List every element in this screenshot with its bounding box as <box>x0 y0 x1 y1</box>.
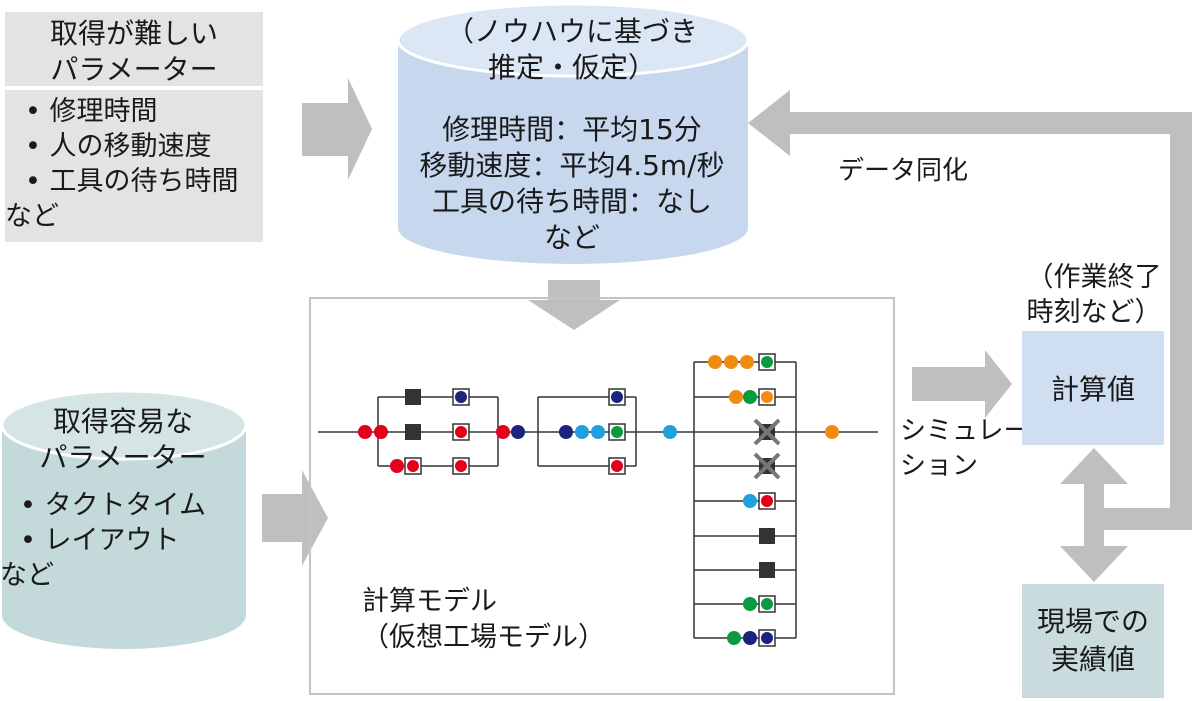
calculation-model-label: 計算モデル （仮想工場モデル） <box>362 584 605 656</box>
easy-params-list: タクトタイム レイアウト など <box>0 488 250 593</box>
list-item: 人の移動速度 <box>25 129 263 164</box>
hard-params-note: など <box>5 201 59 232</box>
hard-params-title-line1: 取得が難しい <box>49 17 218 50</box>
list-item: 工具の待ち時間 <box>25 164 263 199</box>
work-pieces <box>358 355 839 645</box>
model-label-line2: （仮想工場モデル） <box>362 622 605 653</box>
easy-params-title-line2: パラメーター <box>39 441 207 474</box>
simulation-label: シミュレー ション <box>900 414 1029 484</box>
arrow-hard-to-db <box>302 78 372 180</box>
data-assimilation-label: データ同化 <box>838 156 969 186</box>
hard-params-title-line2: パラメーター <box>50 53 218 86</box>
calc-value-box: 計算値 <box>1022 331 1164 445</box>
hard-params-list: 修理時間 人の移動速度 工具の待ち時間 など <box>5 90 263 242</box>
data-assimilation-arrow <box>748 90 1192 530</box>
calc-note: （作業終了 時刻など） <box>1008 260 1180 330</box>
knowhow-line: 工具の待ち時間：なし <box>431 185 712 218</box>
arrow-easy-to-model <box>262 470 328 566</box>
easy-params-title: 取得容易な パラメーター <box>0 404 246 476</box>
knowhow-cylinder <box>396 2 750 264</box>
calc-note-line2: 時刻など） <box>1026 297 1162 328</box>
knowhow-header: （ノウハウに基づき 推定・仮定） <box>400 14 744 86</box>
easy-params-note: など <box>0 560 54 591</box>
actual-value-box: 現場での 実績値 <box>1022 584 1164 698</box>
model-label-line1: 計算モデル <box>362 586 497 617</box>
actual-line1: 現場での <box>1036 605 1149 638</box>
broken-machine-marks <box>753 418 781 480</box>
calc-value-label: 計算値 <box>1050 373 1135 406</box>
knowhow-line: 修理時間：平均15分 <box>442 113 702 146</box>
calc-note-line1: （作業終了 <box>1026 262 1162 293</box>
knowhow-line: など <box>543 221 600 254</box>
list-item: タクトタイム <box>20 488 250 523</box>
knowhow-header-line1: （ノウハウに基づき <box>445 15 698 48</box>
arrow-model-to-calc <box>912 350 1012 418</box>
actual-line2: 実績値 <box>1050 643 1135 676</box>
knowhow-line: 移動速度：平均4.5m/秒 <box>419 149 725 182</box>
knowhow-header-line2: 推定・仮定） <box>487 51 656 84</box>
list-item: 修理時間 <box>25 94 263 129</box>
arrow-db-to-model <box>528 280 620 330</box>
simulation-label-line1: シミュレー <box>900 416 1030 446</box>
calculation-model-frame <box>309 297 895 695</box>
double-arrow <box>1060 448 1128 582</box>
simulation-label-line2: ション <box>900 451 979 481</box>
easy-params-title-line1: 取得容易な <box>52 405 193 438</box>
list-item: レイアウト <box>20 523 250 558</box>
hard-params-header: 取得が難しい パラメーター <box>5 12 263 86</box>
knowhow-values: 修理時間：平均15分 移動速度：平均4.5m/秒 工具の待ち時間：なし など <box>400 112 744 256</box>
